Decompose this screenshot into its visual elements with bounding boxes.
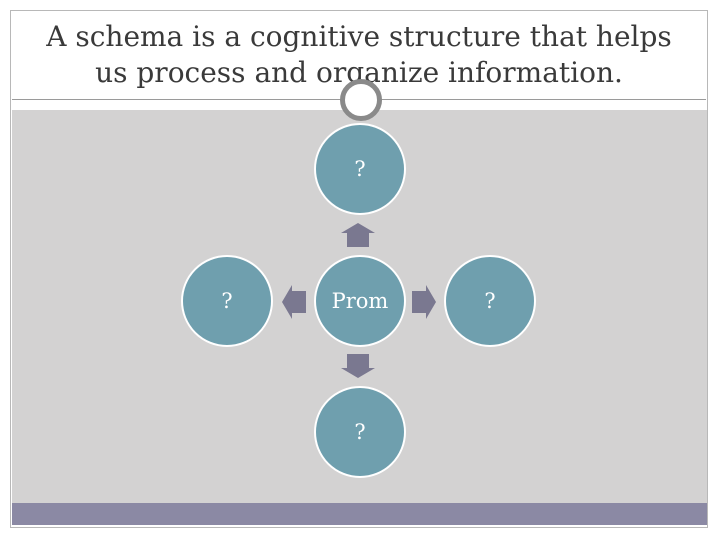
node-bottom: ? [314,386,406,478]
node-right: ? [444,255,536,347]
node-top: ? [314,123,406,215]
node-bottom-label: ? [354,420,366,444]
arrow-down-icon [341,354,375,378]
arrow-up-icon [341,223,375,247]
node-top-label: ? [354,157,366,181]
node-center: Prom [314,255,406,347]
node-center-label: Prom [331,289,389,313]
node-left: ? [181,255,273,347]
node-right-label: ? [484,289,496,313]
node-left-label: ? [221,289,233,313]
arrow-right-icon [412,285,436,319]
ring-decoration [340,79,382,121]
slide-frame [10,10,708,528]
arrow-left-icon [282,285,306,319]
footer-bar [12,503,707,525]
